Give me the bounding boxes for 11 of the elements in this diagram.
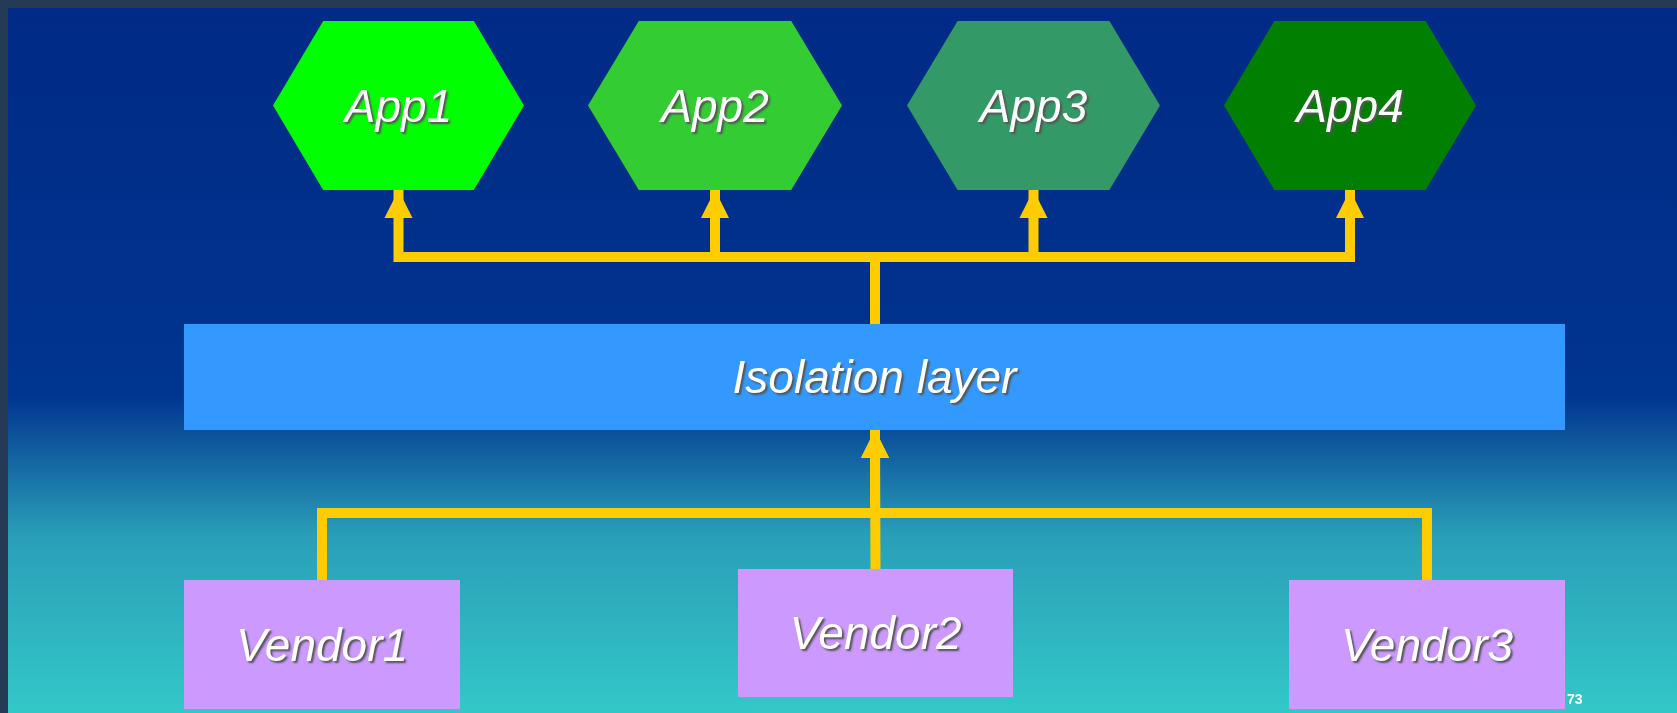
vendor-box [738, 569, 1013, 697]
app-hexagon [273, 21, 524, 190]
node-label: Vendor2 [789, 610, 962, 656]
app-hexagon [1224, 21, 1476, 190]
node-label: Vendor1 [235, 621, 409, 668]
app-hexagon [907, 21, 1160, 190]
vendor-box [1289, 580, 1565, 709]
layer-bar [184, 324, 1565, 430]
node-label: Vendor3 [1340, 621, 1514, 668]
vendor-box [184, 580, 460, 709]
app-hexagon [588, 21, 842, 190]
